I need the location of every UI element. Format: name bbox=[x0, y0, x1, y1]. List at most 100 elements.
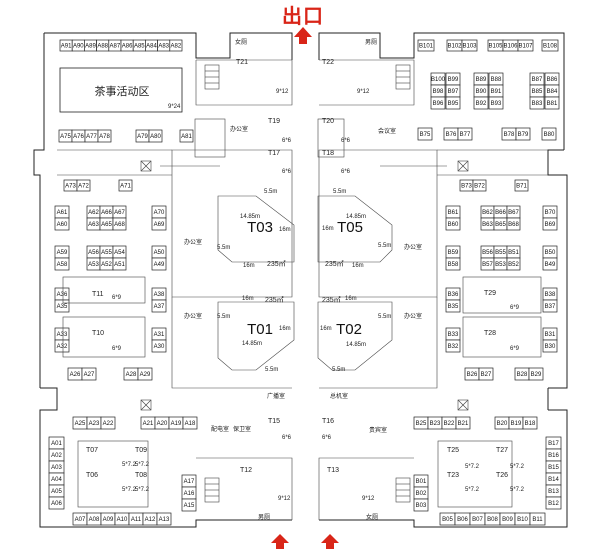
booth-a04: A04 bbox=[48, 472, 65, 486]
booth-box bbox=[100, 416, 116, 430]
booth-label: B55 bbox=[495, 250, 506, 256]
stand-t28-name: T28 bbox=[484, 330, 496, 337]
booth-b51: B51 bbox=[506, 245, 521, 259]
booth-label: B21 bbox=[458, 421, 469, 427]
booth-label: A65 bbox=[101, 222, 112, 228]
booth-a81: A81 bbox=[179, 129, 194, 143]
booth-label: B10 bbox=[517, 517, 528, 523]
booth-label: A58 bbox=[57, 262, 68, 268]
stand-t07-name: T07 bbox=[86, 447, 98, 454]
stand-t26-name: T26 bbox=[496, 472, 508, 479]
booth-box bbox=[151, 257, 167, 271]
booth-b29: B29 bbox=[528, 367, 544, 381]
booth-b107: B107 bbox=[517, 39, 534, 52]
booth-a55: A55 bbox=[99, 245, 114, 259]
booth-b09: B09 bbox=[499, 512, 516, 526]
booth-label: A67 bbox=[114, 210, 125, 216]
booth-label: A55 bbox=[101, 250, 112, 256]
booth-label: B81 bbox=[547, 101, 558, 107]
booth-a38: A38 bbox=[151, 287, 167, 301]
booth-label: A84 bbox=[146, 44, 157, 50]
booth-label: A68 bbox=[114, 222, 125, 228]
booth-box bbox=[517, 39, 534, 52]
stand-t16-name: T16 bbox=[322, 418, 334, 425]
booth-label: B03 bbox=[416, 503, 427, 509]
booth-a61: A61 bbox=[54, 205, 70, 219]
booth-box bbox=[137, 367, 153, 381]
stand-t10-size: 6*9 bbox=[112, 346, 122, 352]
booth-b26: B26 bbox=[464, 367, 480, 381]
booth-a63: A63 bbox=[86, 217, 101, 231]
stand-t02-side-b: 16m bbox=[320, 326, 332, 332]
booth-label: B13 bbox=[548, 489, 559, 495]
booth-box bbox=[542, 217, 558, 231]
booth-b33: B33 bbox=[445, 327, 461, 341]
booth-b106: B106 bbox=[502, 39, 519, 52]
booth-a27: A27 bbox=[81, 367, 97, 381]
stand-t12-name: T12 bbox=[240, 467, 252, 474]
stand-t05-side-b: 16m bbox=[322, 226, 334, 232]
booth-label: A02 bbox=[51, 453, 62, 459]
booth-label: B19 bbox=[511, 421, 522, 427]
female-toilet-bottom: 女厕 bbox=[366, 513, 378, 521]
booth-label: B75 bbox=[420, 132, 431, 138]
stand-t02-corner: 5.5m bbox=[332, 367, 345, 373]
booth-box bbox=[522, 416, 538, 430]
booth-box bbox=[169, 39, 183, 52]
booth-b57: B57 bbox=[480, 257, 495, 271]
stand-t23-size: 5*7.2 bbox=[465, 487, 480, 493]
stand-t05-corner: 5.5m bbox=[333, 189, 346, 195]
booth-label: B26 bbox=[467, 372, 478, 378]
booth-label: A26 bbox=[70, 372, 81, 378]
booth-b60: B60 bbox=[445, 217, 461, 231]
booth-label: A72 bbox=[78, 184, 89, 190]
booth-a85: A85 bbox=[132, 39, 146, 52]
vip-room: 贵宾室 bbox=[369, 426, 387, 434]
stand-t13-size: 9*12 bbox=[362, 496, 375, 502]
stand-t28-size: 6*9 bbox=[510, 346, 520, 352]
booth-b32: B32 bbox=[445, 339, 461, 353]
booth-b108: B108 bbox=[541, 39, 559, 52]
booth-box bbox=[97, 129, 112, 143]
booth-b35: B35 bbox=[445, 299, 461, 313]
booth-a20: A20 bbox=[154, 416, 170, 430]
booth-a67: A67 bbox=[112, 205, 127, 219]
booth-a12: A12 bbox=[142, 512, 158, 526]
stand-outline bbox=[194, 118, 226, 158]
booth-label: B12 bbox=[548, 501, 559, 507]
stand-T02 bbox=[317, 301, 393, 371]
booth-label: B98 bbox=[433, 89, 444, 95]
booth-label: B02 bbox=[416, 491, 427, 497]
booth-b91: B91 bbox=[488, 84, 504, 98]
stand-t29-size: 6*9 bbox=[510, 305, 520, 311]
booth-label: A70 bbox=[154, 210, 165, 216]
stand-t09-size: 5*7.2 bbox=[135, 462, 150, 468]
booth-box bbox=[182, 416, 198, 430]
booth-b08: B08 bbox=[484, 512, 501, 526]
booth-box bbox=[54, 257, 70, 271]
booth-label: A86 bbox=[122, 44, 133, 50]
stand-t03-area: 235㎡ bbox=[267, 260, 286, 268]
booth-b93: B93 bbox=[488, 96, 504, 110]
booth-label: B31 bbox=[545, 332, 556, 338]
booth-a15: A15 bbox=[181, 498, 197, 512]
booth-label: A22 bbox=[103, 421, 114, 427]
booth-label: A07 bbox=[75, 517, 86, 523]
booth-b21: B21 bbox=[455, 416, 471, 430]
booth-box bbox=[542, 257, 558, 271]
booth-label: B71 bbox=[516, 184, 527, 190]
booth-b07: B07 bbox=[469, 512, 486, 526]
booth-box bbox=[478, 367, 494, 381]
booth-b69: B69 bbox=[542, 217, 558, 231]
booth-label: B08 bbox=[487, 517, 498, 523]
booth-label: A25 bbox=[75, 421, 86, 427]
booth-a91: A91 bbox=[59, 39, 73, 52]
booth-a49: A49 bbox=[151, 257, 167, 271]
booth-b99: B99 bbox=[445, 72, 461, 86]
booth-b28: B28 bbox=[514, 367, 530, 381]
booth-label: B28 bbox=[517, 372, 528, 378]
booth-b95: B95 bbox=[445, 96, 461, 110]
booth-box bbox=[112, 217, 127, 231]
booth-label: A32 bbox=[57, 344, 68, 350]
